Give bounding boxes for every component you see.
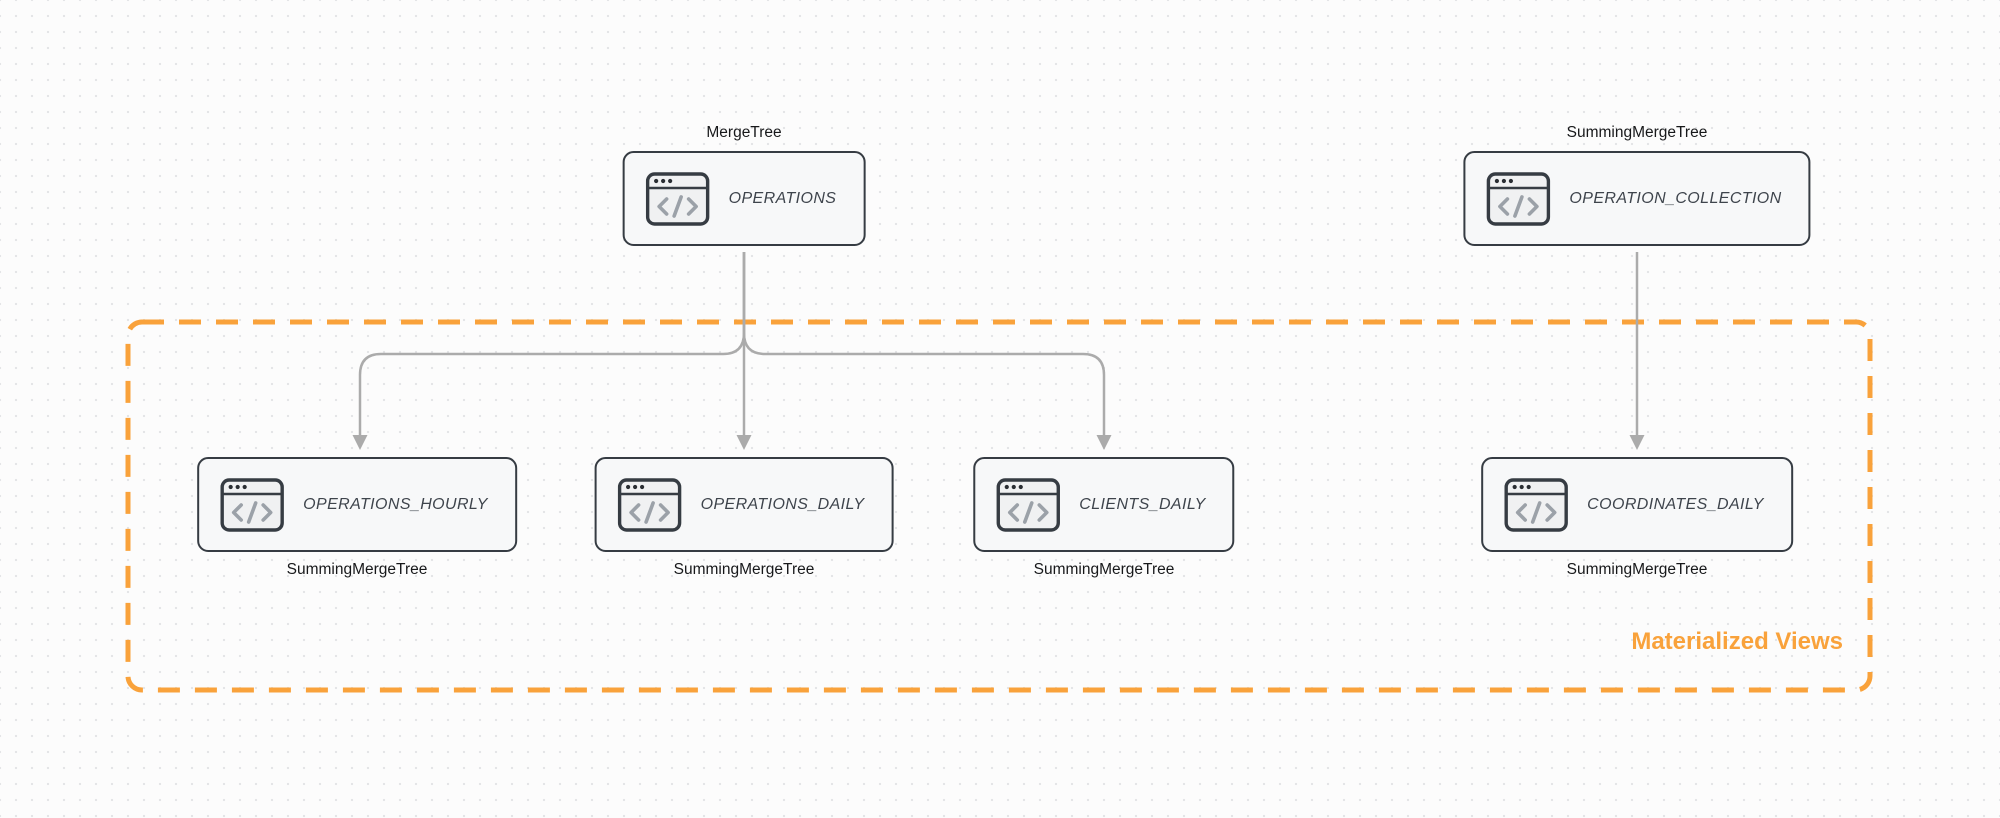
node-operation-collection-label: OPERATION_COLLECTION bbox=[1569, 189, 1782, 207]
engine-label-operation-collection: SummingMergeTree bbox=[1566, 124, 1708, 141]
node-operation-collection: SummingMergeTree OPERATION_COLLECTION bbox=[1463, 124, 1811, 246]
code-window-icon bbox=[1486, 172, 1550, 226]
materialized-views-group-label: Materialized Views bbox=[1631, 628, 1843, 655]
node-coordinates-daily: COORDINATES_DAILY SummingMergeTree bbox=[1481, 457, 1793, 579]
engine-label-clients-daily: SummingMergeTree bbox=[1033, 561, 1175, 578]
engine-label-operations: MergeTree bbox=[706, 124, 782, 141]
node-operations-hourly-label: OPERATIONS_HOURLY bbox=[303, 495, 488, 513]
code-window-icon bbox=[1504, 478, 1568, 532]
node-operations-hourly: OPERATIONS_HOURLY SummingMergeTree bbox=[197, 457, 517, 579]
node-clients-daily: CLIENTS_DAILY SummingMergeTree bbox=[973, 457, 1235, 579]
code-window-icon bbox=[220, 478, 284, 532]
code-window-icon bbox=[618, 478, 682, 532]
engine-label-operations-hourly: SummingMergeTree bbox=[286, 561, 428, 578]
node-operation-collection-box[interactable]: OPERATION_COLLECTION bbox=[1463, 151, 1811, 246]
node-coordinates-daily-label: COORDINATES_DAILY bbox=[1587, 495, 1764, 513]
node-operations-label: OPERATIONS bbox=[728, 189, 837, 207]
edge-operation-collection-to-coordinates-daily bbox=[1629, 252, 1645, 450]
node-operations: MergeTree OPERATIONS bbox=[622, 124, 866, 246]
edge-operations-to-operations-hourly bbox=[352, 252, 746, 450]
node-operations-daily: OPERATIONS_DAILY SummingMergeTree bbox=[594, 457, 894, 579]
node-clients-daily-label: CLIENTS_DAILY bbox=[1079, 495, 1206, 513]
node-operations-daily-box[interactable]: OPERATIONS_DAILY bbox=[594, 457, 894, 552]
code-window-icon bbox=[996, 478, 1060, 532]
node-operations-hourly-box[interactable]: OPERATIONS_HOURLY bbox=[197, 457, 517, 552]
node-operations-daily-label: OPERATIONS_DAILY bbox=[700, 495, 865, 513]
code-window-icon bbox=[646, 172, 710, 226]
edge-operations-to-clients-daily bbox=[742, 252, 1112, 450]
node-coordinates-daily-box[interactable]: COORDINATES_DAILY bbox=[1481, 457, 1793, 552]
engine-label-coordinates-daily: SummingMergeTree bbox=[1566, 561, 1708, 578]
node-clients-daily-box[interactable]: CLIENTS_DAILY bbox=[973, 457, 1235, 552]
node-operations-box[interactable]: OPERATIONS bbox=[622, 151, 866, 246]
engine-label-operations-daily: SummingMergeTree bbox=[673, 561, 815, 578]
materialized-views-group-border bbox=[125, 319, 1873, 693]
